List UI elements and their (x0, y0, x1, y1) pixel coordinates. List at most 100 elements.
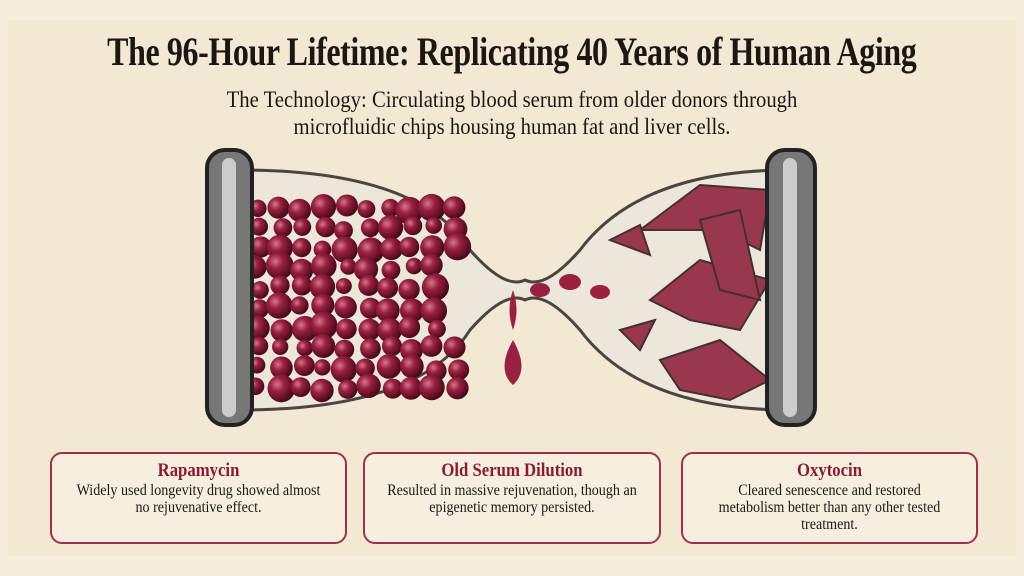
blood-cell (315, 217, 336, 238)
blood-cell (340, 258, 357, 275)
title-text: The 96-Hour Lifetime: Replicating 40 Yea… (107, 29, 917, 74)
blood-cell (425, 217, 442, 234)
card-body: Widely used longevity drug showed almost… (76, 482, 321, 516)
blood-cell (405, 257, 423, 275)
blood-cell (398, 316, 421, 339)
blood-cell (446, 377, 469, 400)
blood-cell (330, 356, 357, 383)
page-title: The 96-Hour Lifetime: Replicating 40 Yea… (0, 28, 1024, 75)
blood-cell (353, 257, 379, 282)
blood-cell (335, 194, 358, 217)
blood-cell (377, 277, 399, 299)
blood-cell (290, 377, 311, 398)
blood-cell (293, 218, 312, 236)
blood-cell (420, 297, 448, 325)
blood-cell (270, 356, 293, 380)
blood-cell (311, 334, 336, 359)
blood-cell (382, 378, 403, 399)
blood-cell (311, 293, 335, 317)
blood-cell (398, 236, 420, 258)
blood-cell (309, 274, 336, 300)
blood-cell (287, 198, 312, 222)
blood-cell (311, 252, 337, 279)
blood-cell (355, 358, 375, 378)
crystal-shards (607, 183, 772, 402)
blood-cell (267, 196, 290, 219)
blood-cell (292, 238, 312, 258)
blood-cell (309, 311, 338, 340)
blood-cells (243, 193, 472, 403)
blood-cell (357, 237, 384, 264)
blood-cell (380, 237, 403, 261)
blood-cell (399, 298, 425, 323)
blood-cell (443, 232, 472, 261)
blood-cell (356, 373, 381, 399)
blood-cell (290, 258, 314, 282)
card-rapamycin: Rapamycin Widely used longevity drug sho… (50, 452, 347, 544)
blood-cell (443, 336, 466, 359)
subtitle-line: The Technology: Circulating blood serum … (226, 87, 798, 112)
blood-cell (270, 275, 290, 295)
blood-cell (428, 320, 446, 338)
card-title: Oxytocin (796, 460, 863, 481)
blood-cell (448, 359, 470, 381)
blood-cell (335, 318, 357, 340)
blood-cell (250, 236, 272, 258)
blood-cell (334, 296, 357, 319)
blood-cell (420, 235, 445, 260)
blood-cell (293, 355, 315, 377)
blood-cell (272, 338, 289, 356)
blood-cell (420, 335, 443, 357)
blood-cell (421, 273, 450, 301)
blood-cell (360, 218, 380, 238)
blood-cell (376, 353, 402, 379)
card-oxytocin: Oxytocin Cleared senescence and restored… (681, 452, 978, 544)
card-title: Old Serum Dilution (441, 460, 583, 481)
blood-cell (251, 281, 269, 299)
blood-cell (400, 354, 424, 379)
blood-cell (265, 251, 294, 280)
card-title: Rapamycin (157, 460, 240, 481)
blood-cell (267, 374, 296, 403)
blood-cell (290, 296, 309, 315)
blood-cell (270, 319, 293, 342)
blood-cell (296, 339, 313, 357)
blood-cell (334, 339, 355, 360)
blood-cell (442, 196, 466, 219)
blood-cell (420, 253, 443, 277)
blood-cell (398, 278, 420, 301)
blood-cell (249, 299, 269, 319)
blood-cell (334, 221, 353, 240)
blood-cell (273, 218, 293, 238)
blood-cell (314, 359, 331, 376)
card-body: Resulted in massive rejuvenation, though… (387, 482, 637, 516)
blood-cell (377, 317, 402, 343)
blood-cell (381, 336, 403, 357)
blood-cell (335, 277, 352, 294)
blood-cell (417, 193, 446, 222)
blood-cell (338, 379, 358, 399)
blood-cell (250, 217, 269, 236)
blood-cell (381, 198, 400, 217)
blood-cell (358, 275, 380, 296)
blood-cell (360, 338, 381, 359)
card-old-serum-dilution: Old Serum Dilution Resulted in massive r… (363, 452, 661, 544)
blood-cell (399, 376, 423, 400)
card-body: Cleared senescence and restored metaboli… (718, 482, 941, 533)
subtitle: The Technology: Circulating blood serum … (0, 86, 1024, 140)
blood-cell (403, 216, 423, 236)
blood-cell (358, 318, 381, 341)
blood-cell (418, 374, 445, 401)
blood-cell (291, 275, 313, 296)
blood-cell (265, 292, 293, 319)
blood-cell (359, 297, 381, 319)
blood-cell (357, 200, 376, 218)
blood-cell (310, 194, 337, 220)
blood-cell (378, 214, 404, 240)
blood-cell (375, 298, 400, 323)
blood-cell (249, 336, 269, 356)
blood-drops (504, 274, 610, 385)
blood-cell (310, 378, 334, 403)
blood-cell (331, 236, 358, 263)
